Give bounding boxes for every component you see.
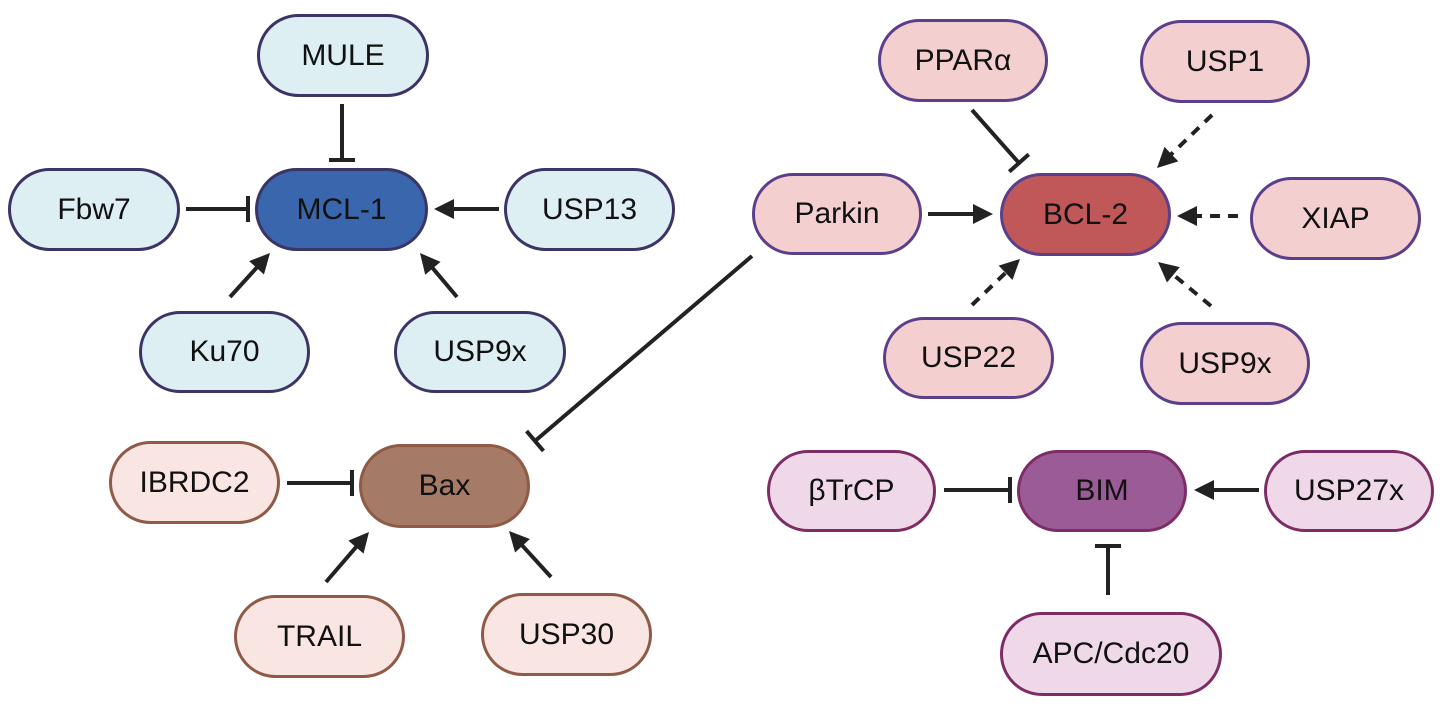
edge-usp13-to-mcl-1 (434, 199, 499, 219)
node-mcl1: MCL-1 (255, 168, 428, 251)
arrowhead-icon (1157, 146, 1179, 168)
edge-line (970, 270, 1009, 307)
arrowhead-icon (973, 204, 993, 224)
node-label: BCL-2 (1042, 197, 1129, 231)
node-usp27x: USP27x (1264, 450, 1434, 532)
edge-ku70-to-mcl-1 (228, 253, 270, 299)
node-label: PPARα (914, 43, 1012, 77)
node-label: βTrCP (808, 474, 895, 507)
edge-usp1-to-bcl-2 (1157, 113, 1214, 168)
node-label: USP22 (920, 341, 1017, 374)
node-label: XIAP (1301, 201, 1370, 235)
edge-fbw7-to-mcl-1 (186, 196, 250, 222)
node-label: USP9x (1178, 346, 1272, 380)
node-label: USP27x (1293, 474, 1405, 507)
edge-line (970, 108, 1021, 165)
edge-line (533, 254, 754, 443)
node-label: MCL-1 (296, 192, 387, 226)
edge-ibrdc2-to-bax (287, 470, 354, 496)
node-label: Ku70 (189, 335, 260, 368)
edge-apc-cdc20-to-bim (1095, 544, 1121, 595)
arrowhead-icon (1194, 480, 1214, 500)
edge-xiap-to-bcl-2 (1177, 206, 1238, 226)
node-usp13: USP13 (504, 168, 675, 251)
node-label: IBRDC2 (139, 465, 250, 499)
arrowhead-icon (509, 531, 530, 553)
edge-ppar--to-bcl-2 (970, 108, 1031, 174)
node-usp1: USP1 (1140, 20, 1310, 103)
arrowhead-icon (249, 253, 270, 275)
arrowhead-icon (1158, 262, 1180, 283)
inhibition-bar-icon (525, 429, 545, 453)
node-label: APC/Cdc20 (1032, 637, 1190, 670)
node-label: USP9x (433, 335, 527, 368)
edge-line (1170, 271, 1213, 308)
edge-line (1168, 113, 1214, 157)
node-btrcp: βTrCP (767, 450, 936, 532)
edge--trcp-to-bim (944, 477, 1012, 503)
edge-trail-to-bax (324, 532, 369, 584)
node-label: Bax (418, 469, 471, 502)
node-label: USP13 (541, 192, 638, 226)
node-usp9x-bcl2: USP9x (1140, 322, 1310, 405)
node-usp22: USP22 (883, 317, 1054, 399)
node-label: MULE (301, 38, 385, 72)
edge-mule-to-mcl-1 (329, 104, 355, 162)
edge-usp9x-to-bcl-2 (1158, 262, 1213, 308)
node-label: USP1 (1185, 44, 1265, 78)
node-ibrdc2: IBRDC2 (109, 441, 280, 524)
node-parkin: Parkin (752, 173, 922, 255)
node-ku70: Ku70 (139, 311, 310, 393)
node-apc-cdc20: APC/Cdc20 (1000, 612, 1222, 696)
edge-usp22-to-bcl-2 (970, 259, 1020, 307)
edge-parkin-to-bcl-2 (928, 204, 993, 224)
node-label: Fbw7 (57, 192, 131, 226)
node-bax: Bax (359, 444, 530, 528)
node-mule: MULE (257, 14, 429, 97)
arrowhead-icon (348, 532, 369, 554)
node-usp30: USP30 (481, 593, 652, 676)
node-label: USP30 (518, 617, 615, 651)
inhibition-bar-icon (1007, 152, 1031, 174)
node-ppara: PPARα (878, 19, 1048, 102)
arrowhead-icon (420, 253, 441, 275)
edge-line (519, 542, 553, 579)
node-xiap: XIAP (1250, 177, 1421, 260)
arrowhead-icon (998, 259, 1020, 281)
arrowhead-icon (434, 199, 454, 219)
node-label: TRAIL (276, 619, 363, 653)
edge-parkin-to-bax (525, 254, 754, 453)
node-label: BIM (1075, 474, 1129, 507)
node-bim: BIM (1017, 450, 1187, 532)
arrowhead-icon (1177, 206, 1197, 226)
node-label: Parkin (794, 197, 880, 230)
edge-line (228, 264, 260, 299)
node-fbw7: Fbw7 (8, 168, 180, 251)
node-bcl2: BCL-2 (1000, 173, 1171, 256)
edge-usp27x-to-bim (1194, 480, 1259, 500)
node-usp9x-mcl1: USP9x (394, 311, 566, 393)
edge-line (324, 544, 359, 584)
node-trail: TRAIL (234, 595, 405, 678)
edge-usp30-to-bax (509, 531, 553, 579)
edge-line (430, 265, 459, 299)
edge-usp9x-to-mcl-1 (420, 253, 459, 299)
